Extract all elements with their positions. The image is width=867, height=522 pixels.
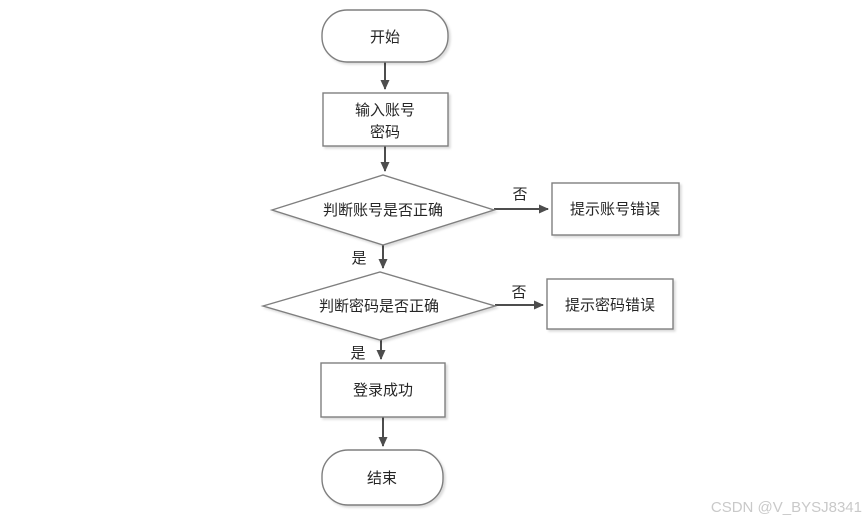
edge-label-account-yes: 是 bbox=[351, 250, 366, 267]
password-error-label: 提示密码错误 bbox=[565, 297, 655, 314]
edge-labels: 否 是 否 是 bbox=[350, 186, 527, 362]
edge-label-password-no: 否 bbox=[511, 284, 526, 301]
login-success-label: 登录成功 bbox=[353, 382, 413, 399]
shapes bbox=[260, 9, 680, 506]
check-account-label: 判断账号是否正确 bbox=[323, 202, 443, 219]
password-error-process-shape bbox=[546, 278, 674, 330]
check-password-decision-shape bbox=[260, 271, 498, 341]
input-label-line1: 输入账号 bbox=[355, 102, 415, 119]
start-label: 开始 bbox=[370, 29, 400, 46]
account-error-process-shape bbox=[551, 182, 680, 236]
check-account-decision-shape bbox=[269, 174, 497, 246]
input-process-shape bbox=[322, 92, 449, 147]
edge-label-account-no: 否 bbox=[512, 186, 527, 203]
start-terminator-shape bbox=[321, 9, 449, 63]
input-label-line2: 密码 bbox=[370, 124, 400, 141]
check-password-label: 判断密码是否正确 bbox=[319, 298, 439, 315]
csdn-watermark: CSDN @V_BYSJ8341 bbox=[711, 499, 862, 516]
end-label: 结束 bbox=[367, 470, 397, 487]
connectors bbox=[376, 62, 549, 447]
account-error-label: 提示账号错误 bbox=[570, 201, 660, 218]
edge-label-password-yes: 是 bbox=[350, 345, 365, 362]
end-terminator-shape bbox=[321, 449, 444, 506]
login-success-process-shape bbox=[320, 362, 446, 418]
node-labels: 开始 输入账号 密码 判断账号是否正确 提示账号错误 判断密码是否正确 提示密码… bbox=[319, 29, 660, 487]
